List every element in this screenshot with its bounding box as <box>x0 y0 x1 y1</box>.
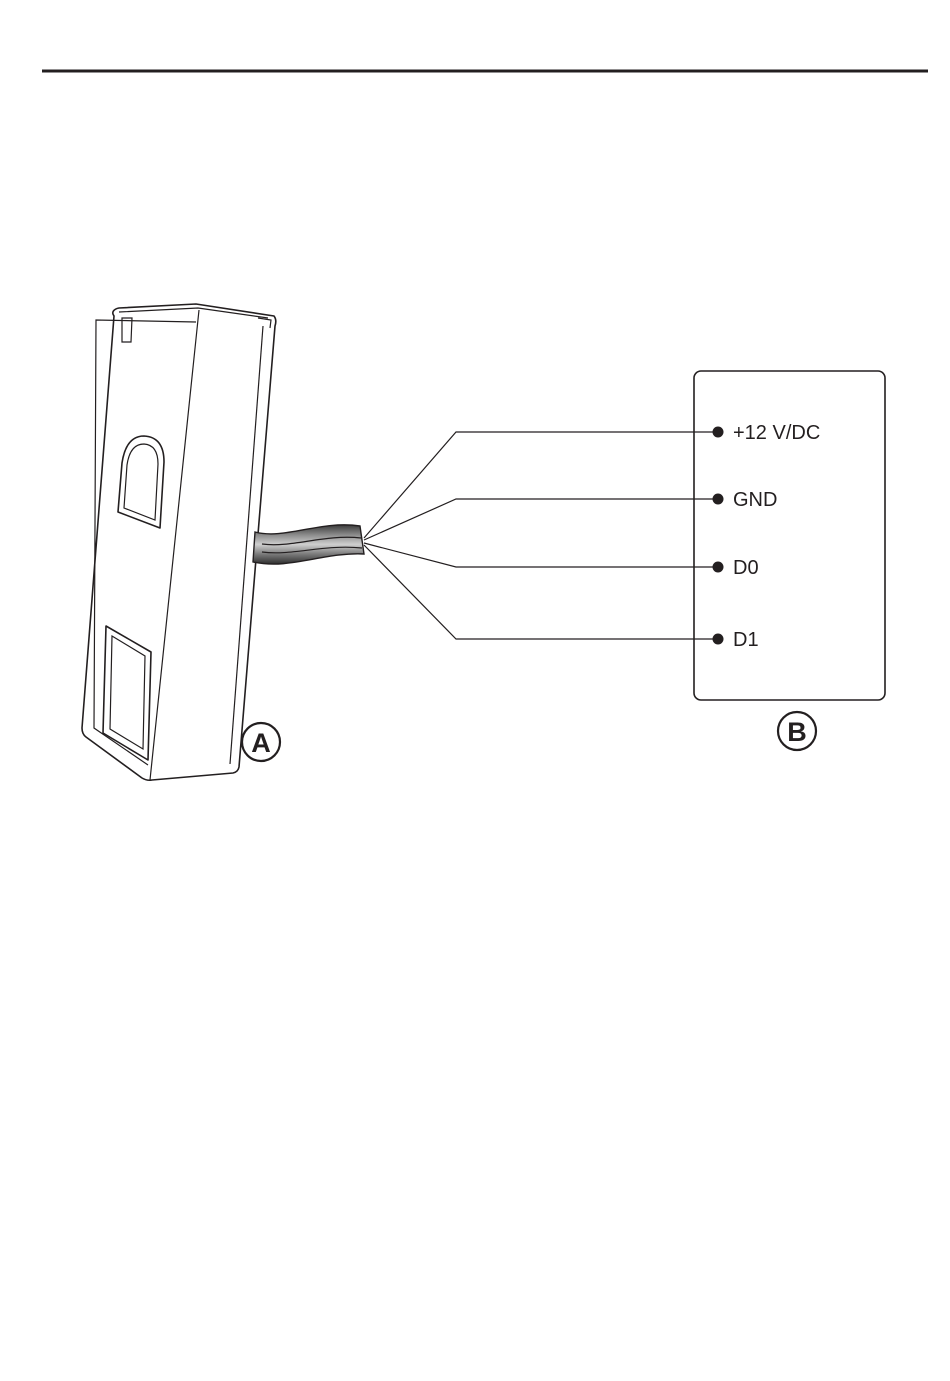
reader-card-area <box>103 626 151 760</box>
terminal-dot-gnd <box>713 494 724 505</box>
terminal-dot-d1 <box>713 634 724 645</box>
terminal-label-12v: +12 V/DC <box>733 422 820 444</box>
reader-top-tab <box>258 318 271 328</box>
controller-outline <box>694 371 885 700</box>
controller-box <box>694 371 885 700</box>
wires <box>364 432 718 639</box>
terminal-label-d1: D1 <box>733 629 759 651</box>
terminal-dot-d0 <box>713 562 724 573</box>
terminal-label-d0: D0 <box>733 557 759 579</box>
terminal-dot-12v <box>713 427 724 438</box>
cable-bundle <box>253 525 364 564</box>
terminal-label-gnd: GND <box>733 489 777 511</box>
badge-b: B <box>778 712 816 750</box>
wire-gnd <box>364 499 718 540</box>
badge-b-letter: B <box>787 717 807 747</box>
wire-d0 <box>364 543 718 567</box>
reader-face-edge <box>150 310 199 780</box>
badge-a: A <box>242 723 280 761</box>
wire-12v <box>364 432 718 538</box>
reader-finger-window <box>118 436 164 528</box>
reader-notch <box>122 318 132 342</box>
card-reader-device <box>82 304 276 780</box>
reader-top-edge <box>119 308 268 318</box>
badge-a-letter: A <box>251 728 271 758</box>
wire-d1 <box>364 545 718 639</box>
